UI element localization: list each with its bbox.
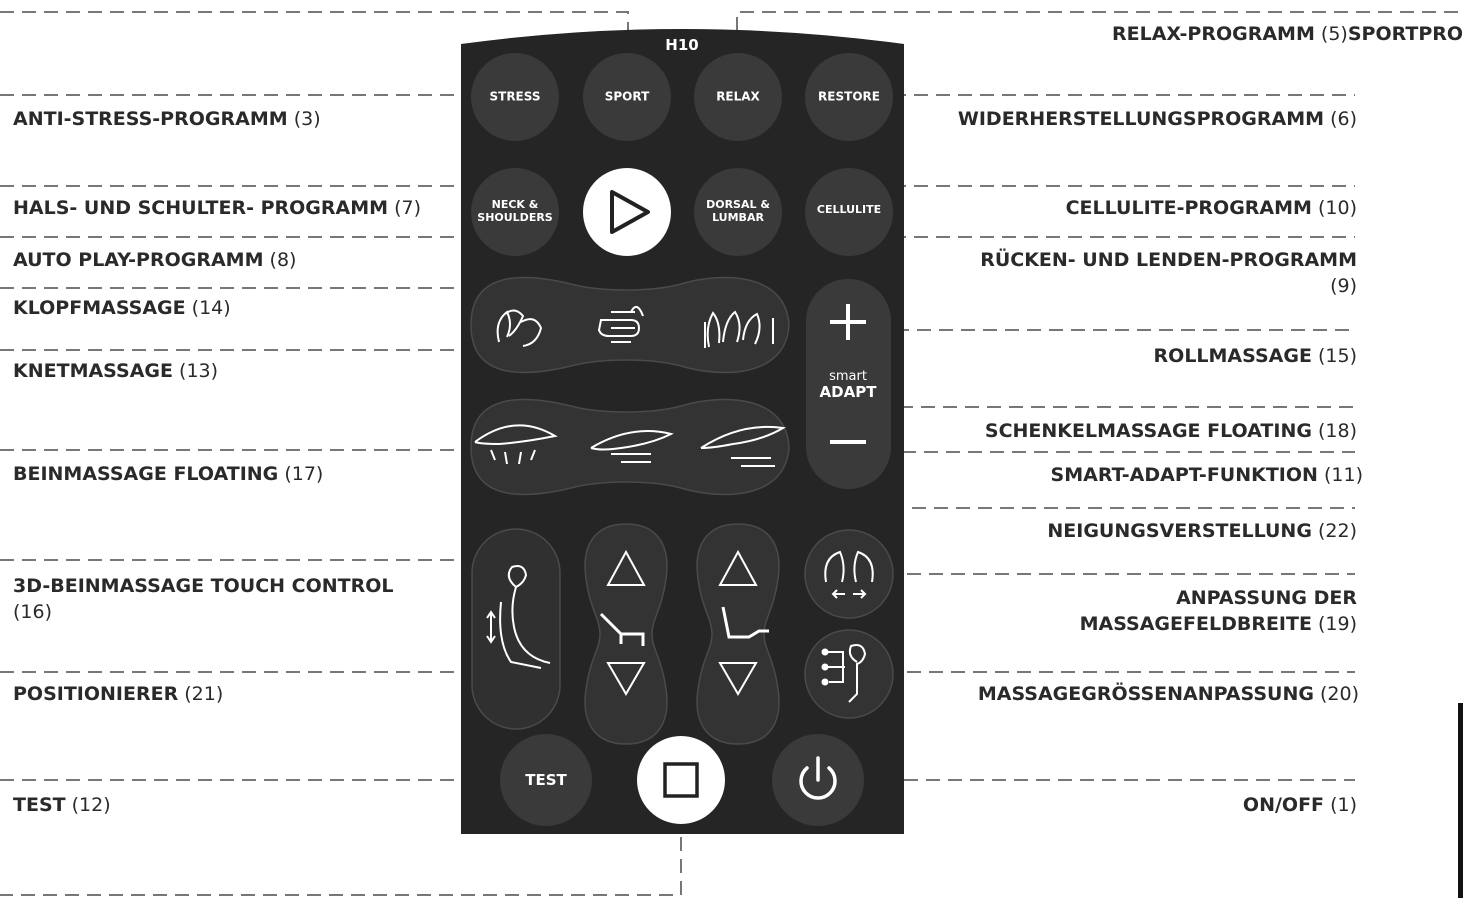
label-schenkel: SCHENKELMASSAGE FLOATING (18) xyxy=(984,420,1357,442)
label-test: TEST (12) xyxy=(13,794,111,816)
label-widerherstellung: WIDERHERSTELLUNGSPROGRAMM (6) xyxy=(957,108,1357,130)
cellulite-button-label: CELLULITE xyxy=(816,203,882,217)
leg-3d-icon xyxy=(486,565,551,669)
leg-3d-control[interactable] xyxy=(471,528,561,730)
dorsal-lumbar-button[interactable] xyxy=(694,168,782,256)
test-button[interactable] xyxy=(500,734,592,826)
neck-button-label-1: NECK & xyxy=(491,198,539,212)
play-icon xyxy=(610,190,650,234)
thigh-floating-icon xyxy=(590,430,674,463)
label-auto-play: AUTO PLAY-PROGRAMM (8) xyxy=(13,249,297,271)
sport-button[interactable] xyxy=(583,53,671,141)
leg-floating-icon xyxy=(474,424,558,465)
neck-shoulders-button[interactable] xyxy=(471,168,559,256)
smart-label: smart xyxy=(829,369,867,385)
neck-button-label-2: SHOULDERS xyxy=(477,211,553,225)
label-beinmassage: BEINMASSAGE FLOATING (17) xyxy=(13,463,324,485)
hand-massage-strip xyxy=(470,276,790,374)
dorsal-button-label-1: DORSAL & xyxy=(706,198,770,212)
model-label: H10 xyxy=(665,36,698,54)
dorsal-button-label-2: LUMBAR xyxy=(712,211,764,225)
label-positionierer: POSITIONIERER (21) xyxy=(13,683,224,705)
label-anti-stress: ANTI-STRESS-PROGRAMM (3) xyxy=(13,108,321,130)
label-groessenanpassung: MASSAGEGRÖSSENANPASSUNG (20) xyxy=(977,683,1359,705)
knocking-icon xyxy=(496,309,543,347)
label-on-off: ON/OFF (1) xyxy=(1242,794,1357,816)
kneading-icon xyxy=(597,305,644,343)
label-relax: RELAX-PROGRAMM (5)SPORTPRO xyxy=(1112,23,1464,45)
plus-icon[interactable] xyxy=(830,304,866,340)
stress-button-label: STRESS xyxy=(489,89,541,104)
width-adjust-button[interactable] xyxy=(804,529,894,619)
label-cellulite: CELLULITE-PROGRAMM (10) xyxy=(1065,197,1357,219)
test-button-label: TEST xyxy=(525,771,567,790)
massage-size-icon xyxy=(821,644,867,703)
smart-adapt-control[interactable] xyxy=(806,279,891,489)
label-3d-bein: 3D-BEINMASSAGE TOUCH CONTROL(16) xyxy=(13,575,394,623)
label-ruecken: RÜCKEN- UND LENDEN-PROGRAMM(9) xyxy=(980,249,1357,297)
stop-button[interactable] xyxy=(637,736,725,824)
relax-button[interactable] xyxy=(694,53,782,141)
relax-button-label: RELAX xyxy=(716,89,760,104)
sport-button-label: SPORT xyxy=(604,89,650,104)
label-smart-adapt: SMART-ADAPT-FUNKTION (11) xyxy=(1050,464,1363,486)
massage-size-button[interactable] xyxy=(804,629,894,719)
restore-button-label: RESTORE xyxy=(818,89,880,104)
adapt-label: ADAPT xyxy=(819,383,877,402)
up-arrow-icon[interactable] xyxy=(718,549,758,586)
down-arrow-icon[interactable] xyxy=(606,662,646,696)
remote-control: H10 xyxy=(461,29,904,834)
foot-floating-icon xyxy=(700,425,786,467)
label-neigung: NEIGUNGSVERSTELLUNG (22) xyxy=(1047,520,1357,542)
label-rollmassage: ROLLMASSAGE (15) xyxy=(1153,345,1357,367)
stress-button[interactable] xyxy=(471,53,559,141)
rolling-icon xyxy=(704,310,774,348)
up-arrow-icon[interactable] xyxy=(606,549,646,586)
label-neck-shoulder: HALS- UND SCHULTER- PROGRAMM (7) xyxy=(13,197,422,219)
power-icon xyxy=(799,756,837,800)
recline-control-2[interactable] xyxy=(696,523,780,745)
cellulite-button[interactable] xyxy=(805,168,893,256)
label-knetmassage: KNETMASSAGE (13) xyxy=(13,360,219,382)
stop-icon xyxy=(663,762,699,798)
massage-width-icon xyxy=(824,550,874,599)
chair-legrest-icon xyxy=(721,606,769,639)
chair-recline-icon xyxy=(599,612,645,646)
restore-button[interactable] xyxy=(805,53,893,141)
label-klopfmassage: KLOPFMASSAGE (14) xyxy=(13,297,231,319)
down-arrow-icon[interactable] xyxy=(718,662,758,696)
play-button[interactable] xyxy=(583,168,671,256)
